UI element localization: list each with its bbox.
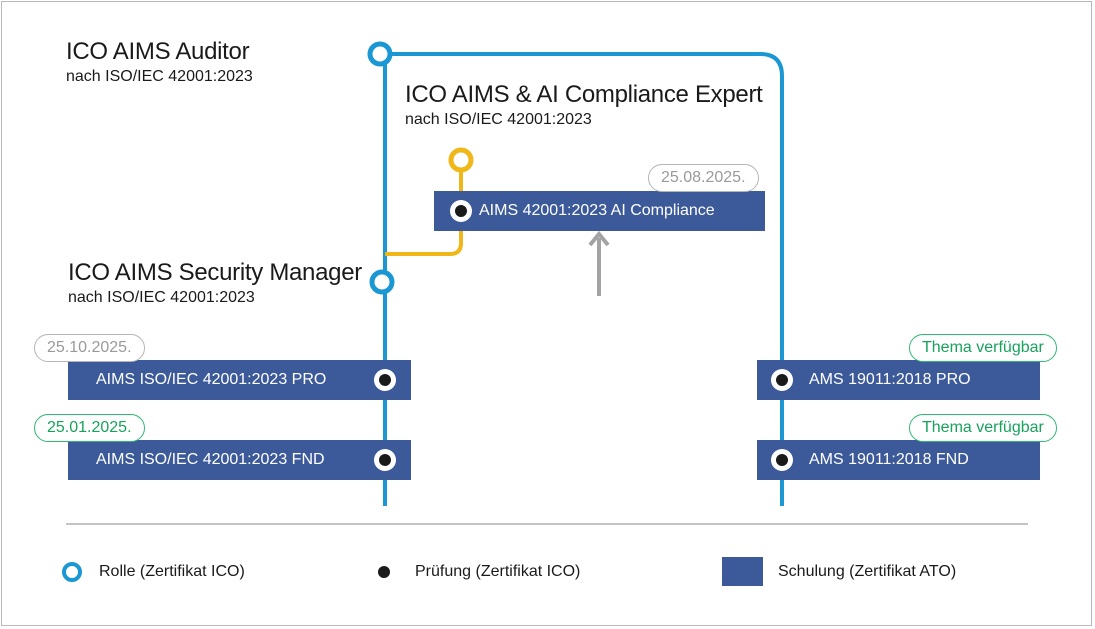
date-badge-42001-fnd: 25.01.2025.	[34, 414, 145, 442]
role-subtitle-security-manager: nach ISO/IEC 42001:2023	[68, 289, 255, 306]
course-label: AMS 19011:2018 PRO	[809, 371, 971, 388]
course-ai-compliance: AIMS 42001:2023 AI Compliance	[434, 191, 765, 231]
yellow-track	[385, 160, 463, 256]
availability-badge-19011-fnd: Thema verfügbar	[909, 414, 1057, 442]
role-node-security-manager	[369, 269, 395, 295]
role-node-auditor	[367, 41, 393, 67]
course-42001-fnd: AIMS ISO/IEC 42001:2023 FND	[68, 440, 411, 480]
role-subtitle-expert: nach ISO/IEC 42001:2023	[405, 111, 592, 128]
course-42001-pro: AIMS ISO/IEC 42001:2023 PRO	[68, 360, 411, 400]
legend-training-swatch	[722, 557, 763, 586]
role-title-security-manager: ICO AIMS Security Manager	[68, 259, 362, 286]
role-title-expert: ICO AIMS & AI Compliance Expert	[405, 81, 763, 108]
date-badge-ai-compliance: 25.08.2025.	[648, 164, 759, 192]
course-label: AMS 19011:2018 FND	[809, 451, 969, 468]
legend-exam-label: Prüfung (Zertifikat ICO)	[415, 563, 581, 580]
course-19011-fnd: AMS 19011:2018 FND	[757, 440, 1040, 480]
date-badge-42001-pro: 25.10.2025.	[34, 334, 145, 362]
course-label: AIMS 42001:2023 AI Compliance	[479, 202, 715, 219]
legend-training-label: Schulung (Zertifikat ATO)	[778, 563, 957, 580]
role-title-auditor: ICO AIMS Auditor	[66, 38, 250, 65]
role-node-expert	[448, 147, 474, 173]
blue-track	[383, 52, 784, 506]
course-label: AIMS ISO/IEC 42001:2023 PRO	[96, 371, 327, 388]
course-label: AIMS ISO/IEC 42001:2023 FND	[96, 451, 325, 468]
arrow-head	[588, 230, 610, 247]
legend-role-label: Rolle (Zertifikat ICO)	[99, 563, 245, 580]
availability-badge-19011-pro: Thema verfügbar	[909, 334, 1057, 362]
course-19011-pro: AMS 19011:2018 PRO	[757, 360, 1040, 400]
role-subtitle-auditor: nach ISO/IEC 42001:2023	[66, 68, 253, 85]
